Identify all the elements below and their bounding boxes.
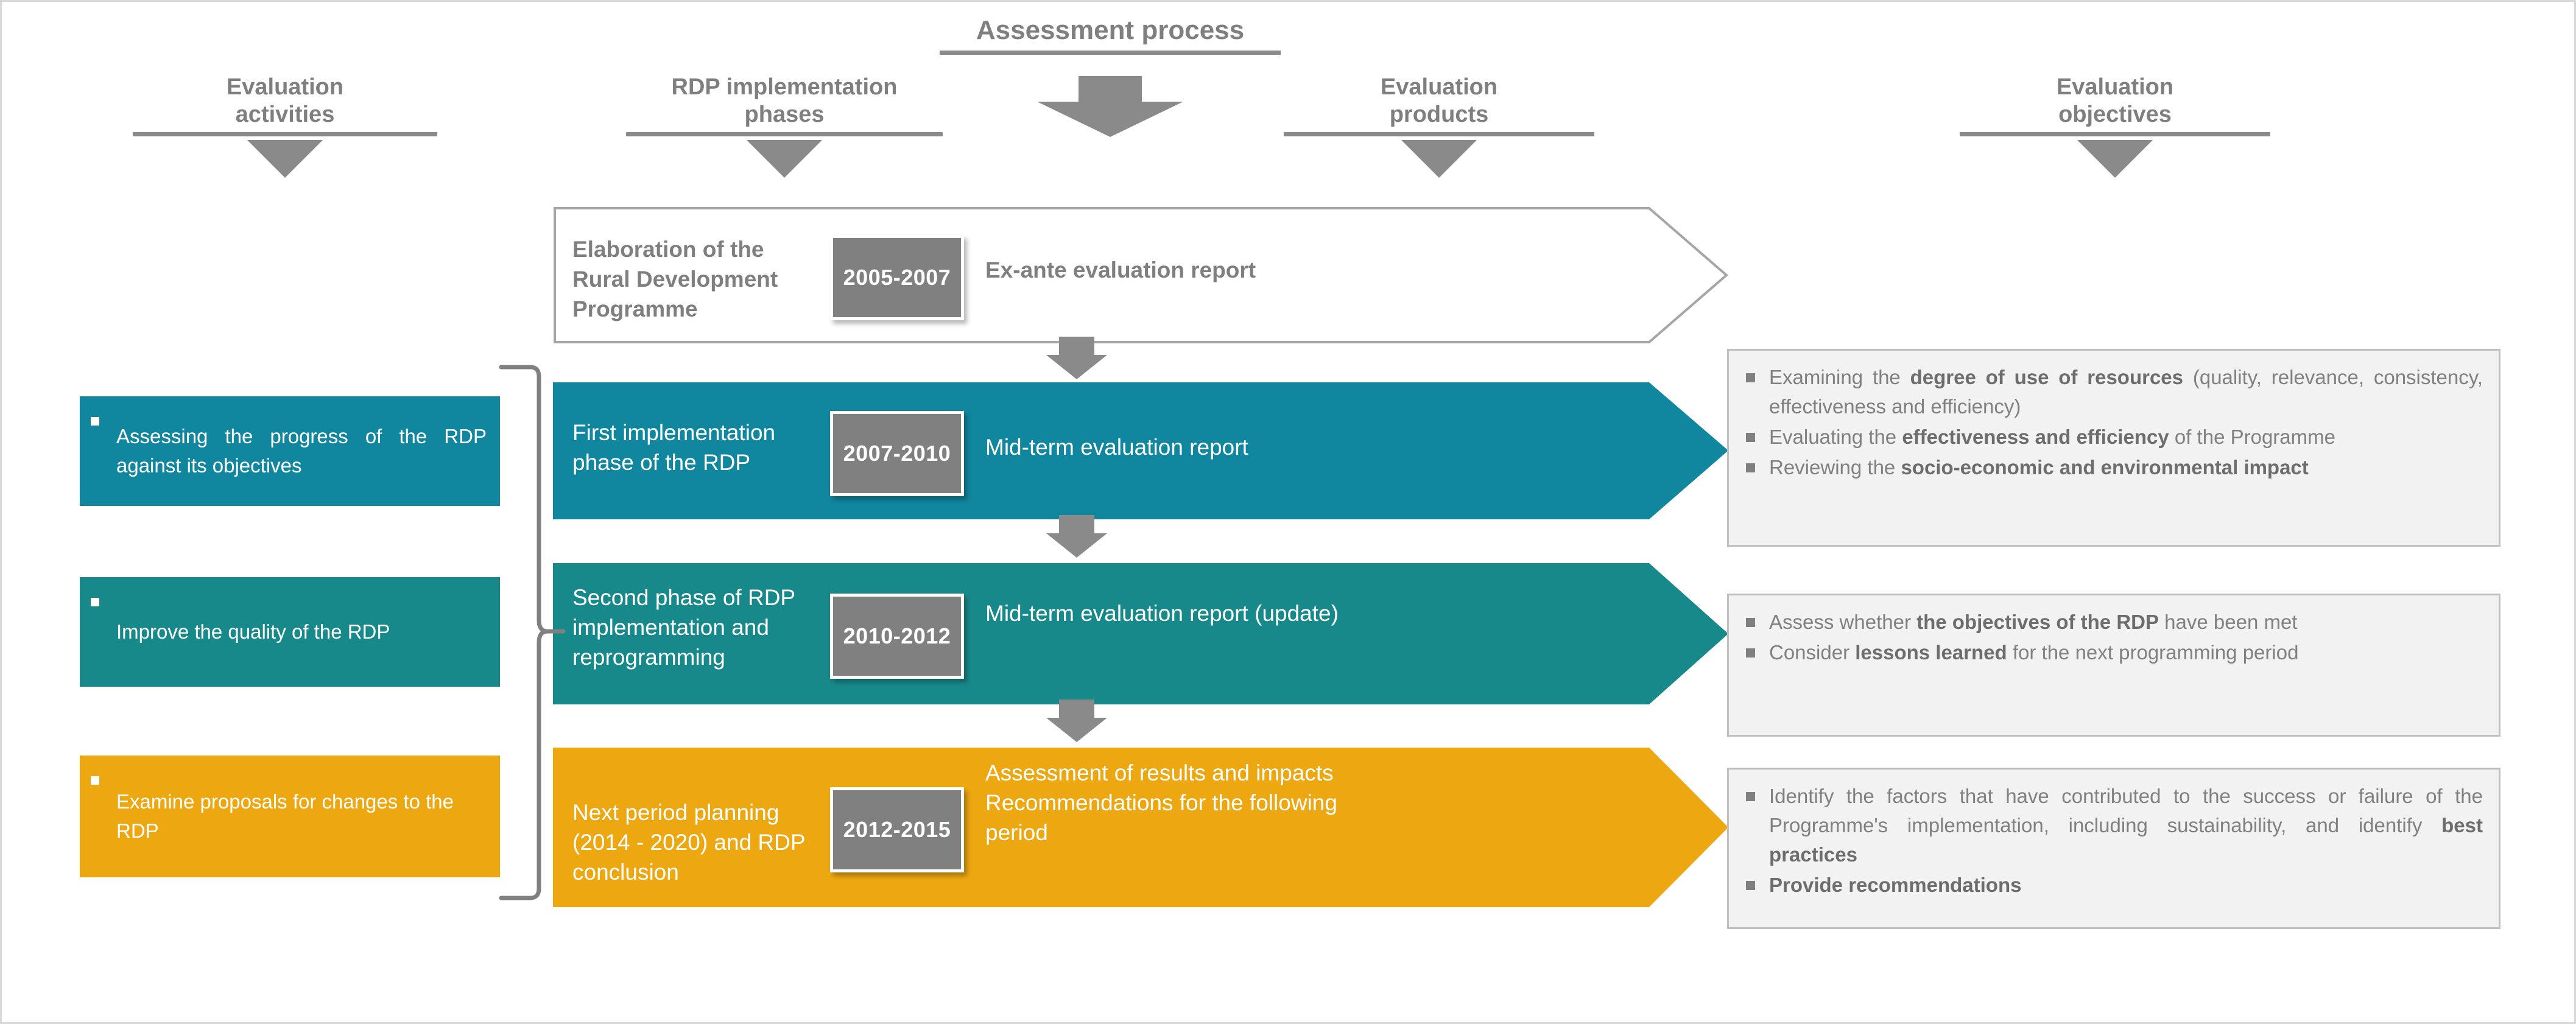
activity-box-quality[interactable]: Improve the quality of the RDP (80, 577, 500, 687)
product-label: Mid-term evaluation report (update) (985, 601, 1339, 626)
objective-item: Reviewing the socio-economic and environ… (1742, 453, 2483, 482)
square-bullet-icon (91, 417, 99, 426)
activity-box-changes[interactable]: Examine proposals for changes to the RDP (80, 756, 500, 877)
activities-group-brace (499, 365, 566, 900)
objectives-list-2: Assess whether the objectives of the RDP… (1742, 608, 2483, 667)
objectives-box-1[interactable]: Examining the degree of use of resources… (1727, 349, 2500, 547)
activity-label: Improve the quality of the RDP (116, 620, 390, 644)
activity-label: Assessing the progress of the RDP agains… (116, 425, 487, 477)
year-badge: 2010-2012 (830, 594, 964, 679)
flow-row-next-period[interactable]: Next period planning (2014 - 2020) and R… (553, 748, 1728, 907)
column-header-line2: activities (235, 101, 335, 127)
objective-item: Consider lessons learned for the next pr… (1742, 638, 2483, 667)
year-badge: 2005-2007 (830, 235, 964, 320)
flow-connector-arrow-icon-3 (1046, 700, 1107, 742)
column-header-rule (133, 132, 437, 136)
column-header-line1: Evaluation (226, 74, 344, 100)
objective-item: Evaluating the effectiveness and efficie… (1742, 423, 2483, 452)
column-header-line2: objectives (2058, 101, 2172, 127)
column-header-line2: products (1389, 101, 1489, 127)
column-header-evaluation-objectives: Evaluation objectives (1960, 74, 2270, 178)
phase-label: First implementation phase of the RDP (572, 420, 776, 475)
flow-row-ex-ante[interactable]: Elaboration of the Rural Development Pro… (553, 206, 1728, 344)
flow-connector-arrow-icon-1 (1046, 337, 1107, 379)
column-header-rule (1284, 132, 1594, 136)
column-header-evaluation-products: Evaluation products (1284, 74, 1594, 178)
chevron-down-icon (747, 139, 822, 178)
flow-row-first-phase[interactable]: First implementation phase of the RDP 20… (553, 382, 1728, 519)
objectives-box-2[interactable]: Assess whether the objectives of the RDP… (1727, 594, 2500, 737)
column-header-rule (626, 132, 943, 136)
activity-label: Examine proposals for changes to the RDP (116, 790, 454, 842)
column-header-line1: Evaluation (2056, 74, 2174, 100)
activity-box-progress[interactable]: Assessing the progress of the RDP agains… (80, 396, 500, 506)
page-title-text: Assessment process (976, 15, 1245, 45)
objectives-box-3[interactable]: Identify the factors that have contribut… (1727, 768, 2500, 929)
chevron-down-icon (2077, 139, 2153, 178)
column-header-line2: phases (744, 101, 825, 127)
column-header-line1: Evaluation (1380, 74, 1498, 100)
flow-connector-arrow-icon-2 (1046, 515, 1107, 558)
page-title: Assessment process (940, 15, 1281, 55)
objective-item: Provide recommendations (1742, 871, 2483, 900)
objectives-list-1: Examining the degree of use of resources… (1742, 363, 2483, 482)
column-header-rdp-implementation-phases: RDP implementation phases (626, 74, 943, 178)
chevron-down-icon (1401, 139, 1477, 178)
page-title-rule (940, 51, 1281, 55)
objectives-list-3: Identify the factors that have contribut… (1742, 782, 2483, 899)
square-bullet-icon (91, 776, 99, 785)
column-header-rule (1960, 132, 2270, 136)
objective-item: Examining the degree of use of resources… (1742, 363, 2483, 421)
product-label: Ex-ante evaluation report (985, 258, 1256, 282)
phase-label: Second phase of RDP implementation and r… (572, 585, 795, 670)
product-label: Assessment of results and impacts Recomm… (985, 760, 1337, 846)
square-bullet-icon (91, 598, 99, 606)
year-badge: 2007-2010 (830, 411, 964, 496)
phase-label: Elaboration of the Rural Development Pro… (572, 237, 778, 322)
phase-label: Next period planning (2014 - 2020) and R… (572, 800, 805, 885)
year-badge: 2012-2015 (830, 787, 964, 872)
objective-item: Assess whether the objectives of the RDP… (1742, 608, 2483, 637)
chevron-down-icon (247, 139, 323, 178)
assessment-process-arrow-icon (1037, 76, 1183, 137)
flow-row-second-phase[interactable]: Second phase of RDP implementation and r… (553, 563, 1728, 704)
product-label: Mid-term evaluation report (985, 435, 1248, 460)
objective-item: Identify the factors that have contribut… (1742, 782, 2483, 869)
column-header-line1: RDP implementation (671, 74, 898, 100)
column-header-evaluation-activities: Evaluation activities (133, 74, 437, 178)
